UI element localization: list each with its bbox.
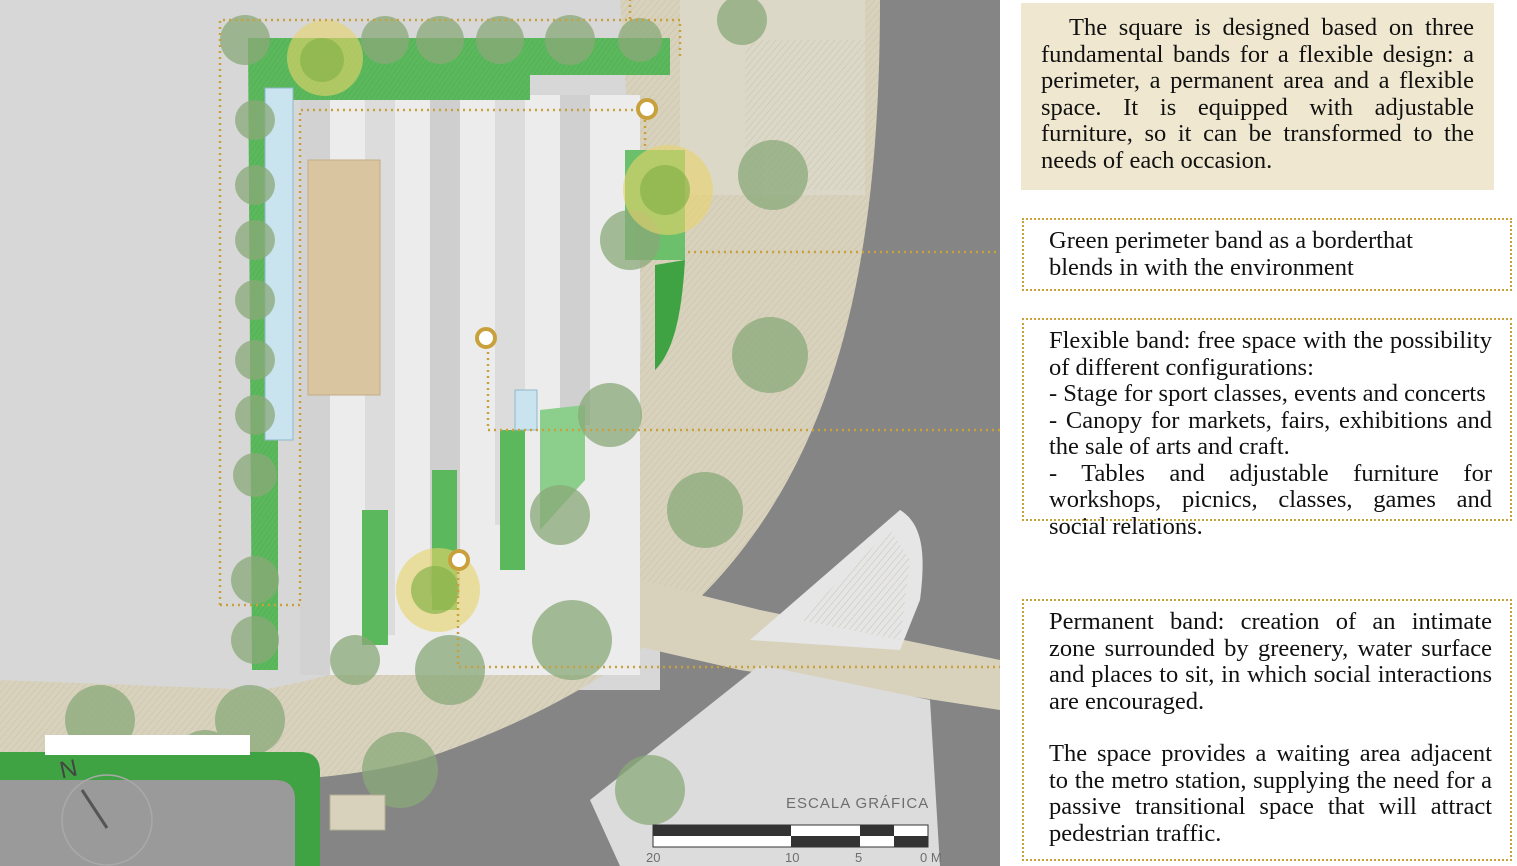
metro-plaza	[590, 665, 940, 866]
scale-label: ESCALA GRÁFICA	[786, 795, 930, 812]
north-arrow-icon	[80, 789, 109, 829]
intro-panel: The square is designed based on three fu…	[1021, 3, 1494, 190]
water-pool	[514, 389, 538, 431]
bike-lane	[0, 752, 320, 866]
crosswalk-strip	[610, 580, 1000, 710]
scale-tick: 0 M	[920, 850, 942, 865]
scale-bar	[652, 824, 929, 848]
marker-perimeter	[636, 98, 658, 120]
permanent-band-text2: The space provides a waiting area adjace…	[1049, 740, 1492, 847]
water-channel	[264, 87, 294, 441]
scale-tick: 10	[785, 850, 800, 865]
stage-area	[307, 159, 381, 396]
north-compass	[61, 774, 153, 866]
flexible-band-item: - Tables and adjustable furniture for wo…	[1049, 459, 1492, 540]
flexible-band-callout: Flexible band: free space with the possi…	[1022, 318, 1512, 539]
green-band-line1: Green perimeter band as a borderthat	[1049, 227, 1413, 254]
planter-curve	[655, 260, 685, 370]
green-band-line2: blends in with the environment	[1049, 253, 1354, 281]
flexible-band-item: - Stage for sport classes, events and co…	[1049, 380, 1486, 407]
permanent-band-text: Permanent band: creation of an intimate …	[1049, 608, 1492, 715]
planter	[500, 430, 525, 570]
trees	[65, 0, 808, 825]
intro-text: The square is designed based on three fu…	[1041, 14, 1474, 174]
band-outlines	[218, 0, 1000, 669]
permanent-band-callout: Permanent band: creation of an intimate …	[1022, 599, 1512, 861]
flexible-band-intro: Flexible band: free space with the possi…	[1049, 327, 1492, 381]
flexible-band-item: - Canopy for markets, fairs, exhibitions…	[1049, 406, 1492, 460]
marker-flexible	[475, 327, 497, 349]
site-plan-drawing	[0, 0, 1000, 866]
site-plan: N ESCALA GRÁFICA 20 10 5 0 M	[0, 0, 1000, 866]
marker-permanent	[448, 549, 470, 571]
planter	[362, 510, 388, 645]
markers	[448, 98, 658, 571]
scale-tick: 5	[855, 850, 863, 865]
green-band-callout: Green perimeter band as a borderthat ble…	[1022, 218, 1512, 291]
bus-shelter	[45, 735, 250, 755]
scale-tick: 20	[646, 850, 661, 865]
